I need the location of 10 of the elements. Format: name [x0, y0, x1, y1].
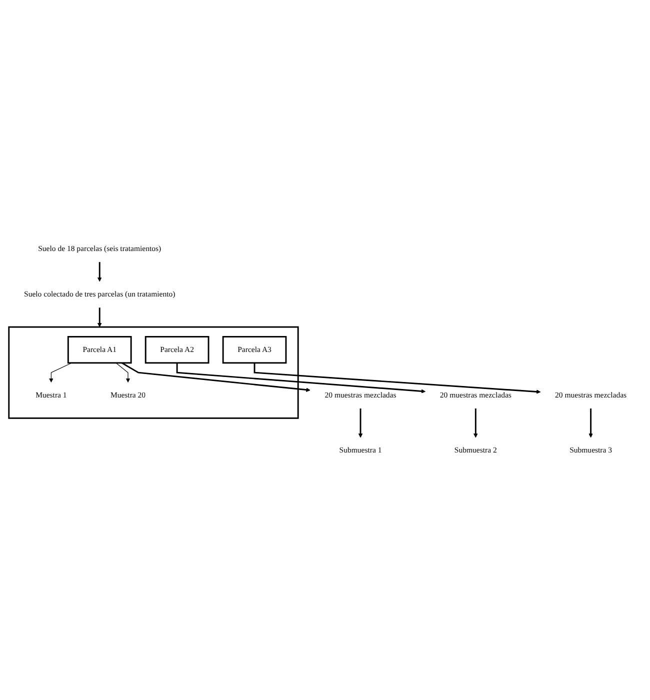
arrow — [358, 408, 363, 438]
arrow — [116, 362, 130, 383]
cluster — [8, 326, 299, 420]
arrow — [122, 362, 310, 392]
arrow — [176, 363, 426, 394]
arrow — [97, 262, 102, 282]
arrow — [97, 308, 102, 328]
arrow — [254, 363, 541, 394]
arrow — [474, 408, 478, 438]
arrow — [588, 408, 593, 438]
